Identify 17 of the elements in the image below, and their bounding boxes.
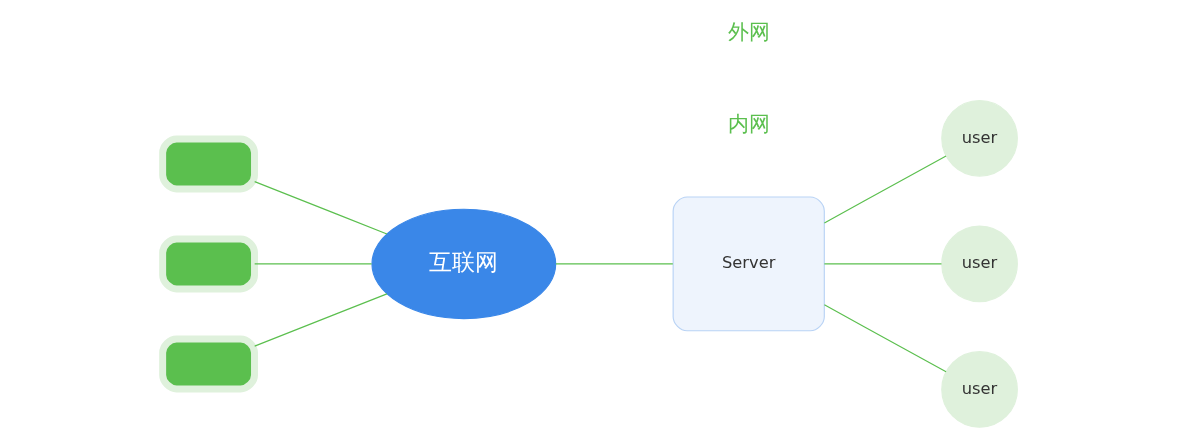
connector: [254, 181, 388, 235]
connector: [254, 263, 373, 265]
connector: [823, 263, 943, 265]
node-circle: user: [941, 225, 1018, 303]
node-circle: user: [941, 99, 1018, 177]
connector: [254, 293, 388, 347]
connector: [823, 304, 947, 373]
node-box: [159, 235, 258, 293]
node-circle: user: [941, 351, 1018, 428]
connector: [823, 155, 947, 224]
node-box: [159, 335, 258, 393]
node-box: [159, 135, 258, 193]
connector: [555, 263, 674, 265]
label: 内网: [727, 111, 770, 136]
node-ellipse: 互联网: [371, 208, 557, 320]
label: 外网: [727, 19, 770, 44]
node-box: Server: [672, 196, 825, 332]
